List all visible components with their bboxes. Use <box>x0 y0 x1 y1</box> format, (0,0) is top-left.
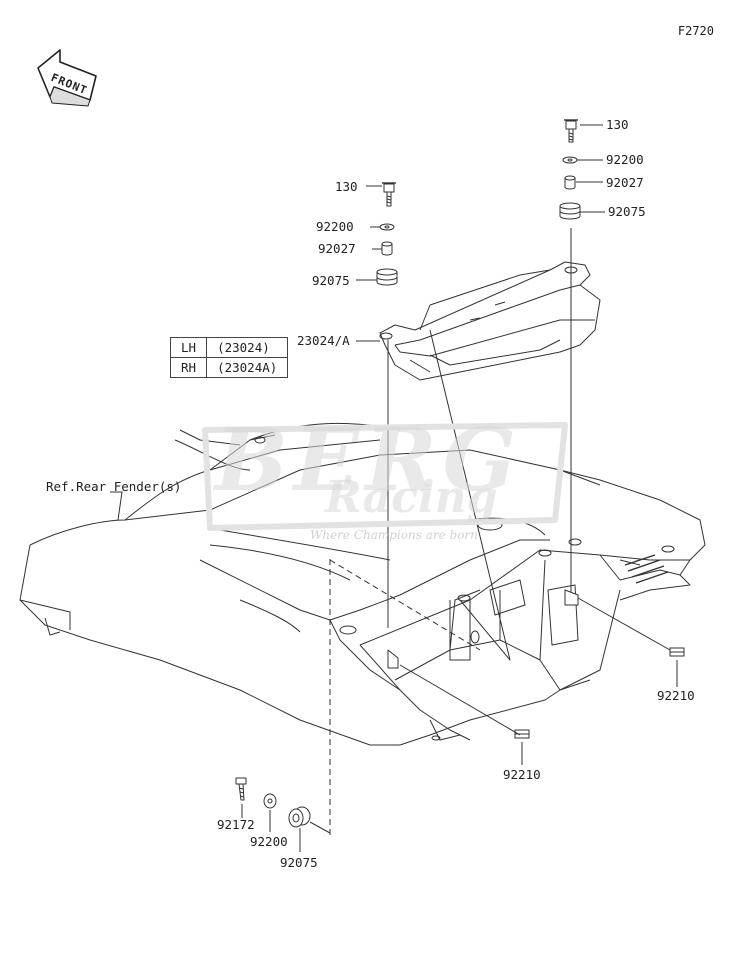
watermark-brand: BERG <box>215 410 523 511</box>
lh-rh-table: LH (23024) RH (23024A) <box>169 337 289 378</box>
watermark: BERG Racing Where Champions are born <box>195 410 575 550</box>
side-cell: RH <box>169 357 208 378</box>
clip-nut-right <box>669 647 685 657</box>
figure-code: F2720 <box>677 24 714 38</box>
part-label-lamp: 23024/A <box>297 333 350 348</box>
side-cell: LH <box>169 337 208 358</box>
left-fastener-stack <box>376 182 398 628</box>
table-row: LH (23024) <box>169 337 289 358</box>
part-label-washer-bottom: 92200 <box>250 834 288 849</box>
part-label-grommet-right: 92075 <box>608 204 646 219</box>
clip-nut-center <box>514 729 530 739</box>
part-label-grommet-bottom: 92075 <box>280 855 318 870</box>
part-label-washer-left: 92200 <box>316 219 354 234</box>
part-label-bolt-right: 130 <box>606 117 629 132</box>
part-label-nut-right: 92210 <box>657 688 695 703</box>
part-cell: (23024A) <box>206 357 289 378</box>
table-row: RH (23024A) <box>169 357 289 378</box>
part-label-grommet-left: 92075 <box>312 273 350 288</box>
tail-lamp <box>379 261 601 381</box>
reference-label: Ref.Rear Fender(s) <box>46 479 182 494</box>
part-label-collar-right: 92027 <box>606 175 644 190</box>
part-label-nut-center: 92210 <box>503 767 541 782</box>
watermark-tagline: Where Champions are born <box>310 528 478 542</box>
part-label-bolt-bottom: 92172 <box>217 817 255 832</box>
right-fastener-stack <box>559 119 581 600</box>
part-cell: (23024) <box>206 337 289 358</box>
part-label-washer-right: 92200 <box>606 152 644 167</box>
watermark-brand2: Racing <box>325 472 498 523</box>
bottom-fastener-stack <box>235 777 331 834</box>
part-label-collar-left: 92027 <box>318 241 356 256</box>
part-label-bolt-left: 130 <box>335 179 358 194</box>
watermark-logo-icon <box>202 422 568 531</box>
front-arrow-icon <box>37 49 97 107</box>
